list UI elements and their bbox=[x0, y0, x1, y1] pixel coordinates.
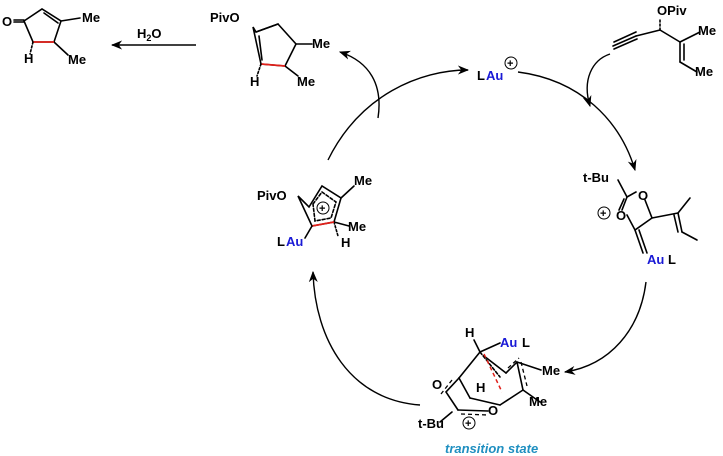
ox-oxygen-1: O bbox=[638, 188, 648, 203]
transition-state: H Au L Me Me H O O + t-Bu transition sta… bbox=[418, 325, 560, 456]
ox-ligand: L bbox=[668, 252, 676, 267]
dioxolenium-intermediate: t-Bu O O + Au L bbox=[583, 170, 698, 267]
cp-charge: + bbox=[319, 203, 325, 215]
ts-oxygen-1: O bbox=[432, 377, 442, 392]
ts-methyl-2: Me bbox=[529, 394, 547, 409]
enol-pivo-label: PivO bbox=[210, 10, 240, 25]
ts-hydrogen-2: H bbox=[476, 380, 485, 395]
product-methyl-2: Me bbox=[68, 52, 86, 67]
transition-state-caption: transition state bbox=[445, 441, 538, 456]
ts-oxygen-2: O bbox=[488, 403, 498, 418]
product-oxygen: O bbox=[2, 14, 12, 29]
cycle-arrows bbox=[308, 50, 647, 406]
cp-pivo-label: PivO bbox=[257, 188, 287, 203]
ts-gold: Au bbox=[500, 335, 517, 350]
sm-methyl-2: Me bbox=[695, 64, 713, 79]
cp-gold: Au bbox=[286, 234, 303, 249]
gold-cyclopentenyl-cation: + PivO Me Me H L Au bbox=[257, 173, 372, 250]
product-hydrogen: H bbox=[24, 51, 33, 66]
cp-ligand: L bbox=[277, 234, 285, 249]
sm-opiv-label: OPiv bbox=[657, 3, 687, 18]
sm-methyl-1: Me bbox=[698, 23, 716, 38]
enol-methyl-2: Me bbox=[297, 74, 315, 89]
enol-hydrogen: H bbox=[250, 74, 259, 89]
ox-tbu-label: t-Bu bbox=[583, 170, 609, 185]
catalyst-ligand: L bbox=[477, 68, 485, 83]
water-label: H2O bbox=[137, 26, 162, 43]
ts-hydrogen-1: H bbox=[465, 325, 474, 340]
catalyst-charge: + bbox=[507, 58, 513, 70]
ts-ligand: L bbox=[522, 335, 530, 350]
ox-gold: Au bbox=[647, 252, 664, 267]
cp-hydrogen: H bbox=[341, 235, 350, 250]
cp-methyl-1: Me bbox=[354, 173, 372, 188]
ts-tbu-label: t-Bu bbox=[418, 416, 444, 431]
cp-methyl-2: Me bbox=[348, 219, 366, 234]
product-methyl-1: Me bbox=[82, 10, 100, 25]
enol-methyl-1: Me bbox=[312, 36, 330, 51]
hydrolysis-arrow: H2O bbox=[110, 26, 196, 50]
catalyst-gold: Au bbox=[486, 68, 503, 83]
gold-catalyst: L Au + bbox=[477, 56, 518, 83]
ox-charge: + bbox=[600, 208, 606, 220]
product-cyclopentenone: O Me Me H bbox=[2, 8, 100, 67]
enol-pivalate: PivO Me Me H bbox=[210, 10, 330, 89]
ts-methyl-1: Me bbox=[542, 363, 560, 378]
ox-oxygen-2: O bbox=[616, 208, 626, 223]
ts-charge: + bbox=[465, 418, 471, 430]
propargyl-pivalate: OPiv Me Me bbox=[612, 3, 716, 79]
